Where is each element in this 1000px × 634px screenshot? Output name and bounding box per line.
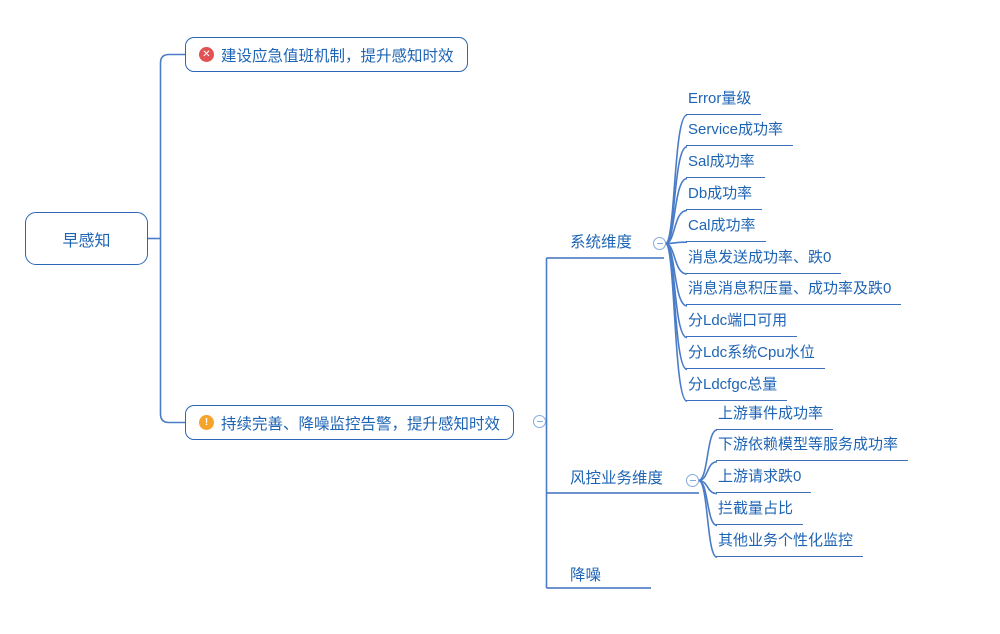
root-topic-label: 早感知 <box>62 232 111 250</box>
leaf-topic[interactable]: Service成功率 <box>686 120 794 147</box>
leaf-topic[interactable]: Db成功率 <box>686 184 763 210</box>
branch-connector <box>697 479 718 558</box>
leaf-topic[interactable]: 其他业务个性化监控 <box>716 531 864 557</box>
subtopic-system-dimension[interactable]: 系统维度 <box>570 234 633 251</box>
branch-topic-label: 建设应急值班机制，提升感知时效 <box>221 47 454 65</box>
collapse-button-monitoring-alerts[interactable] <box>533 415 546 428</box>
branch-topic-label: 持续完善、降噪监控告警，提升感知时效 <box>221 415 501 433</box>
leaf-topic[interactable]: Sal成功率 <box>686 152 765 179</box>
leaf-topic[interactable]: 分Ldcfgc总量 <box>686 375 788 401</box>
leaf-topic[interactable]: Cal成功率 <box>686 216 766 242</box>
connector <box>159 53 185 424</box>
branch-topic-monitoring-alerts[interactable]: ! 持续完善、降噪监控告警，提升感知时效 <box>185 405 515 440</box>
leaf-topic[interactable]: 消息发送成功率、跌0 <box>686 248 842 274</box>
warning-icon: ! <box>199 415 214 430</box>
leaf-topic[interactable]: 分Ldc系统Cpu水位 <box>686 343 825 369</box>
collapse-button-system-dimension[interactable] <box>653 237 666 250</box>
branch-topic-emergency-duty[interactable]: ✕ 建设应急值班机制，提升感知时效 <box>185 37 468 72</box>
subtopic-noise-reduction[interactable]: 降噪 <box>570 567 602 584</box>
branch-connector <box>665 209 688 245</box>
branch-connector <box>698 429 718 482</box>
leaf-topic[interactable]: 拦截量占比 <box>716 499 804 525</box>
leaf-topic[interactable]: 上游事件成功率 <box>716 404 834 430</box>
branch-connector <box>664 242 688 402</box>
leaf-topic[interactable]: 下游依赖模型等服务成功率 <box>716 435 909 462</box>
error-icon: ✕ <box>199 47 214 62</box>
root-topic[interactable]: 早感知 <box>25 212 148 265</box>
leaf-topic[interactable]: 上游请求跌0 <box>716 467 812 494</box>
subtopic-risk-business-dimension[interactable]: 风控业务维度 <box>570 470 664 487</box>
leaf-topic[interactable]: 消息消息积压量、成功率及跌0 <box>686 279 902 306</box>
collapse-button-risk-business-dimension[interactable] <box>686 474 699 487</box>
leaf-topic[interactable]: Error量级 <box>686 89 762 115</box>
leaf-topic[interactable]: 分Ldc端口可用 <box>686 311 798 338</box>
